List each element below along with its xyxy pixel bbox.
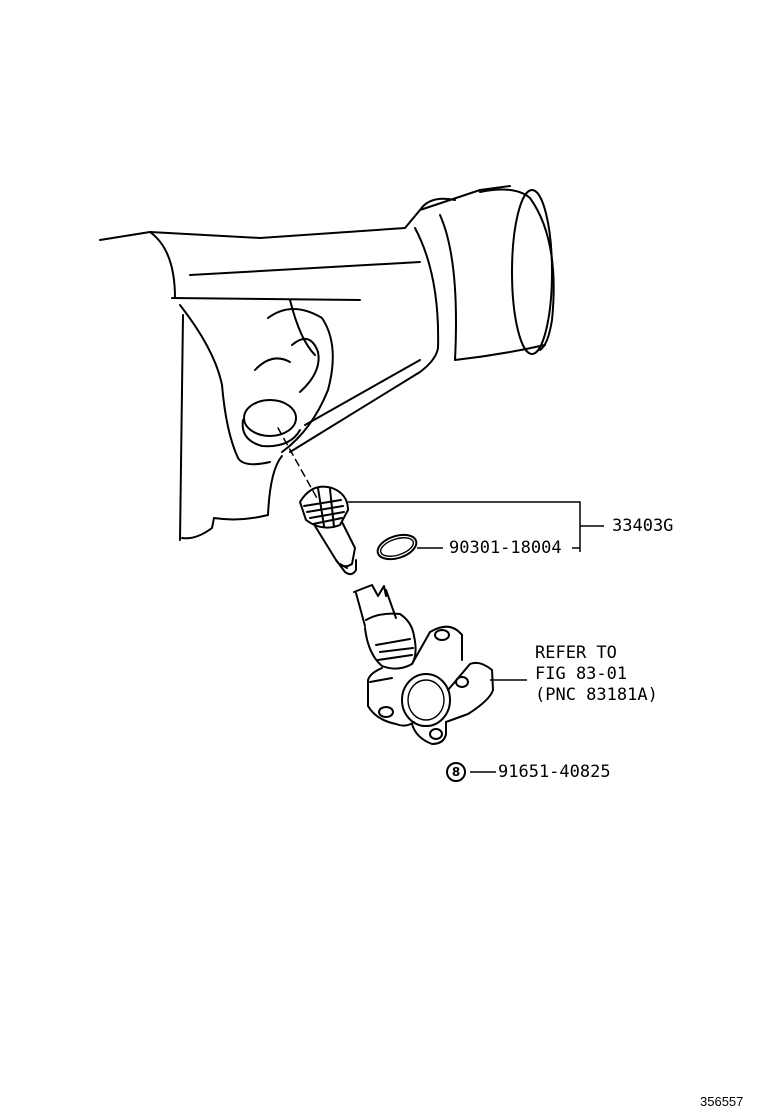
transmission-housing-drawing — [99, 185, 555, 541]
figure-id: 356557 — [700, 1094, 744, 1109]
leader-lines — [348, 501, 604, 773]
refer-line-3: (PNC 83181A) — [535, 685, 658, 705]
bolt-marker-circle: 8 — [446, 762, 466, 782]
speedometer-sensor-drawing — [353, 584, 494, 745]
part-number-o-ring: 90301-18004 — [449, 538, 562, 558]
driven-gear-drawing — [299, 485, 357, 576]
o-ring-drawing — [376, 533, 418, 561]
refer-line-2: FIG 83-01 — [535, 664, 628, 684]
part-number-bolt: 91651-40825 — [498, 762, 611, 782]
part-number-33403G: 33403G — [612, 516, 674, 536]
refer-line-1: REFER TO — [535, 643, 617, 663]
